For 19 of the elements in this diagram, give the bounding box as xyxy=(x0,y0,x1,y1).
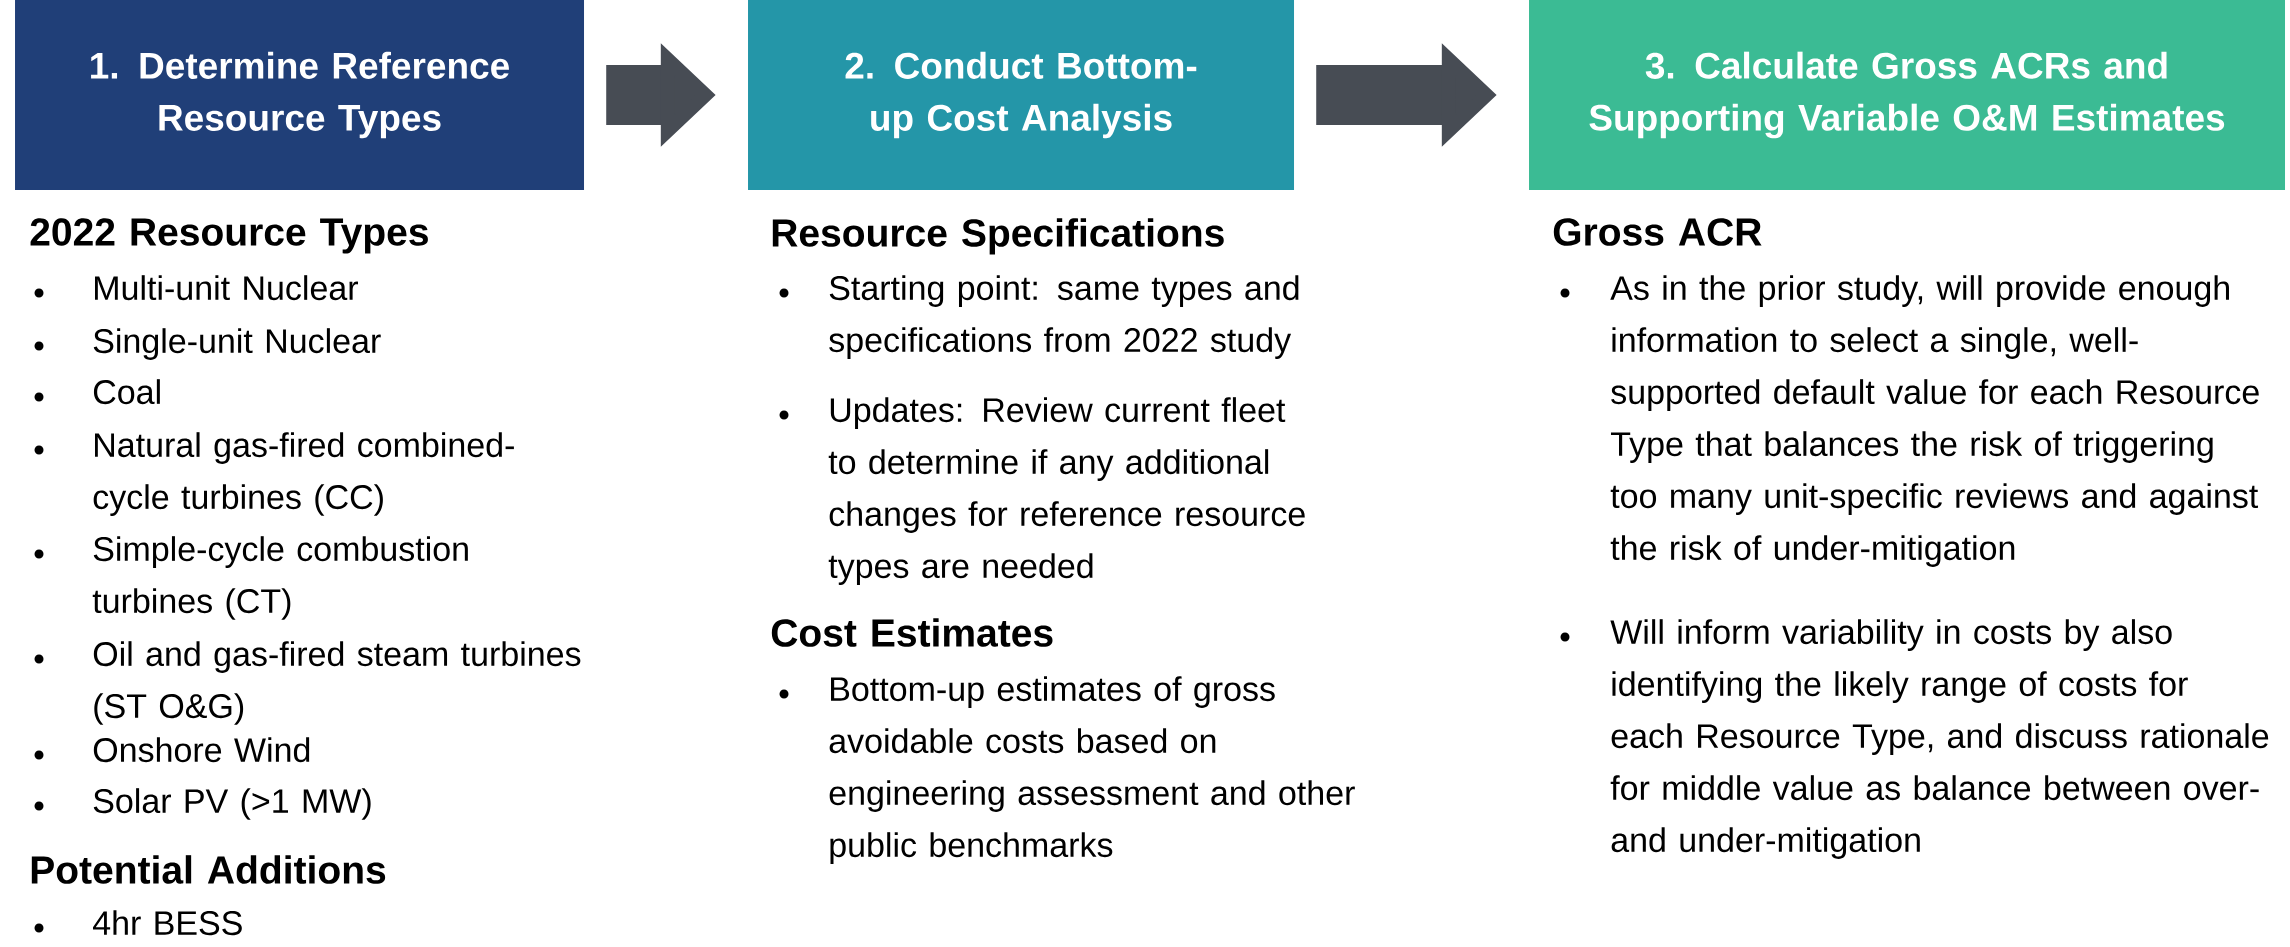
bullet-text: Oil and gas-fired steam turbines (ST O&G) xyxy=(93,641,581,725)
step-box: 2. Conduct Bottom-up Cost Analysis xyxy=(748,0,1294,190)
bullet-text: Natural gas-fired combined-cycle turbines (CC) xyxy=(93,432,514,516)
bullet-text: Bottom-up estimates of gross avoidable costs based on engineering assessment and other public benchmarks xyxy=(829,676,1355,864)
bullet-text: Starting point: same types and specifications from 2022 study xyxy=(829,275,1299,359)
bullet-text: 4hr BESS xyxy=(93,910,242,936)
bullet-text: Simple-cycle combustion turbines (CT) xyxy=(92,536,468,620)
bullet-text: As in the prior study, will provide enough information to select a single, well-supported default value for each Resource Type that balances the risk of triggering too many unit-specific reviews and against the risk of under-mitigation xyxy=(1610,275,2259,567)
bullet-text: Single-unit Nuclear xyxy=(93,328,381,360)
section-heading: Cost Estimates xyxy=(771,618,1053,647)
step-box: 3. Calculate Gross ACRs and Supporting Variable O&M Estimates xyxy=(1529,0,2285,190)
bullet-text: Updates: Review current fleet to determine if any additional changes for reference resource types are needed xyxy=(828,397,1305,585)
bullet-text: Multi-unit Nuclear xyxy=(95,275,358,301)
bullet-text: Will inform variability in costs by also identifying the likely range of costs for each Resource Type, and discuss rationale for middle value as balance between over- and under-mitigation xyxy=(1610,619,2269,859)
bullet-text: Onshore Wind xyxy=(93,737,310,763)
section-heading: Potential Additions xyxy=(31,855,386,884)
bullet-text: Solar PV (>1 MW) xyxy=(93,788,371,820)
bullet-text: Coal xyxy=(93,379,160,405)
step-box: 1. Determine Reference Resource Types xyxy=(15,0,584,190)
